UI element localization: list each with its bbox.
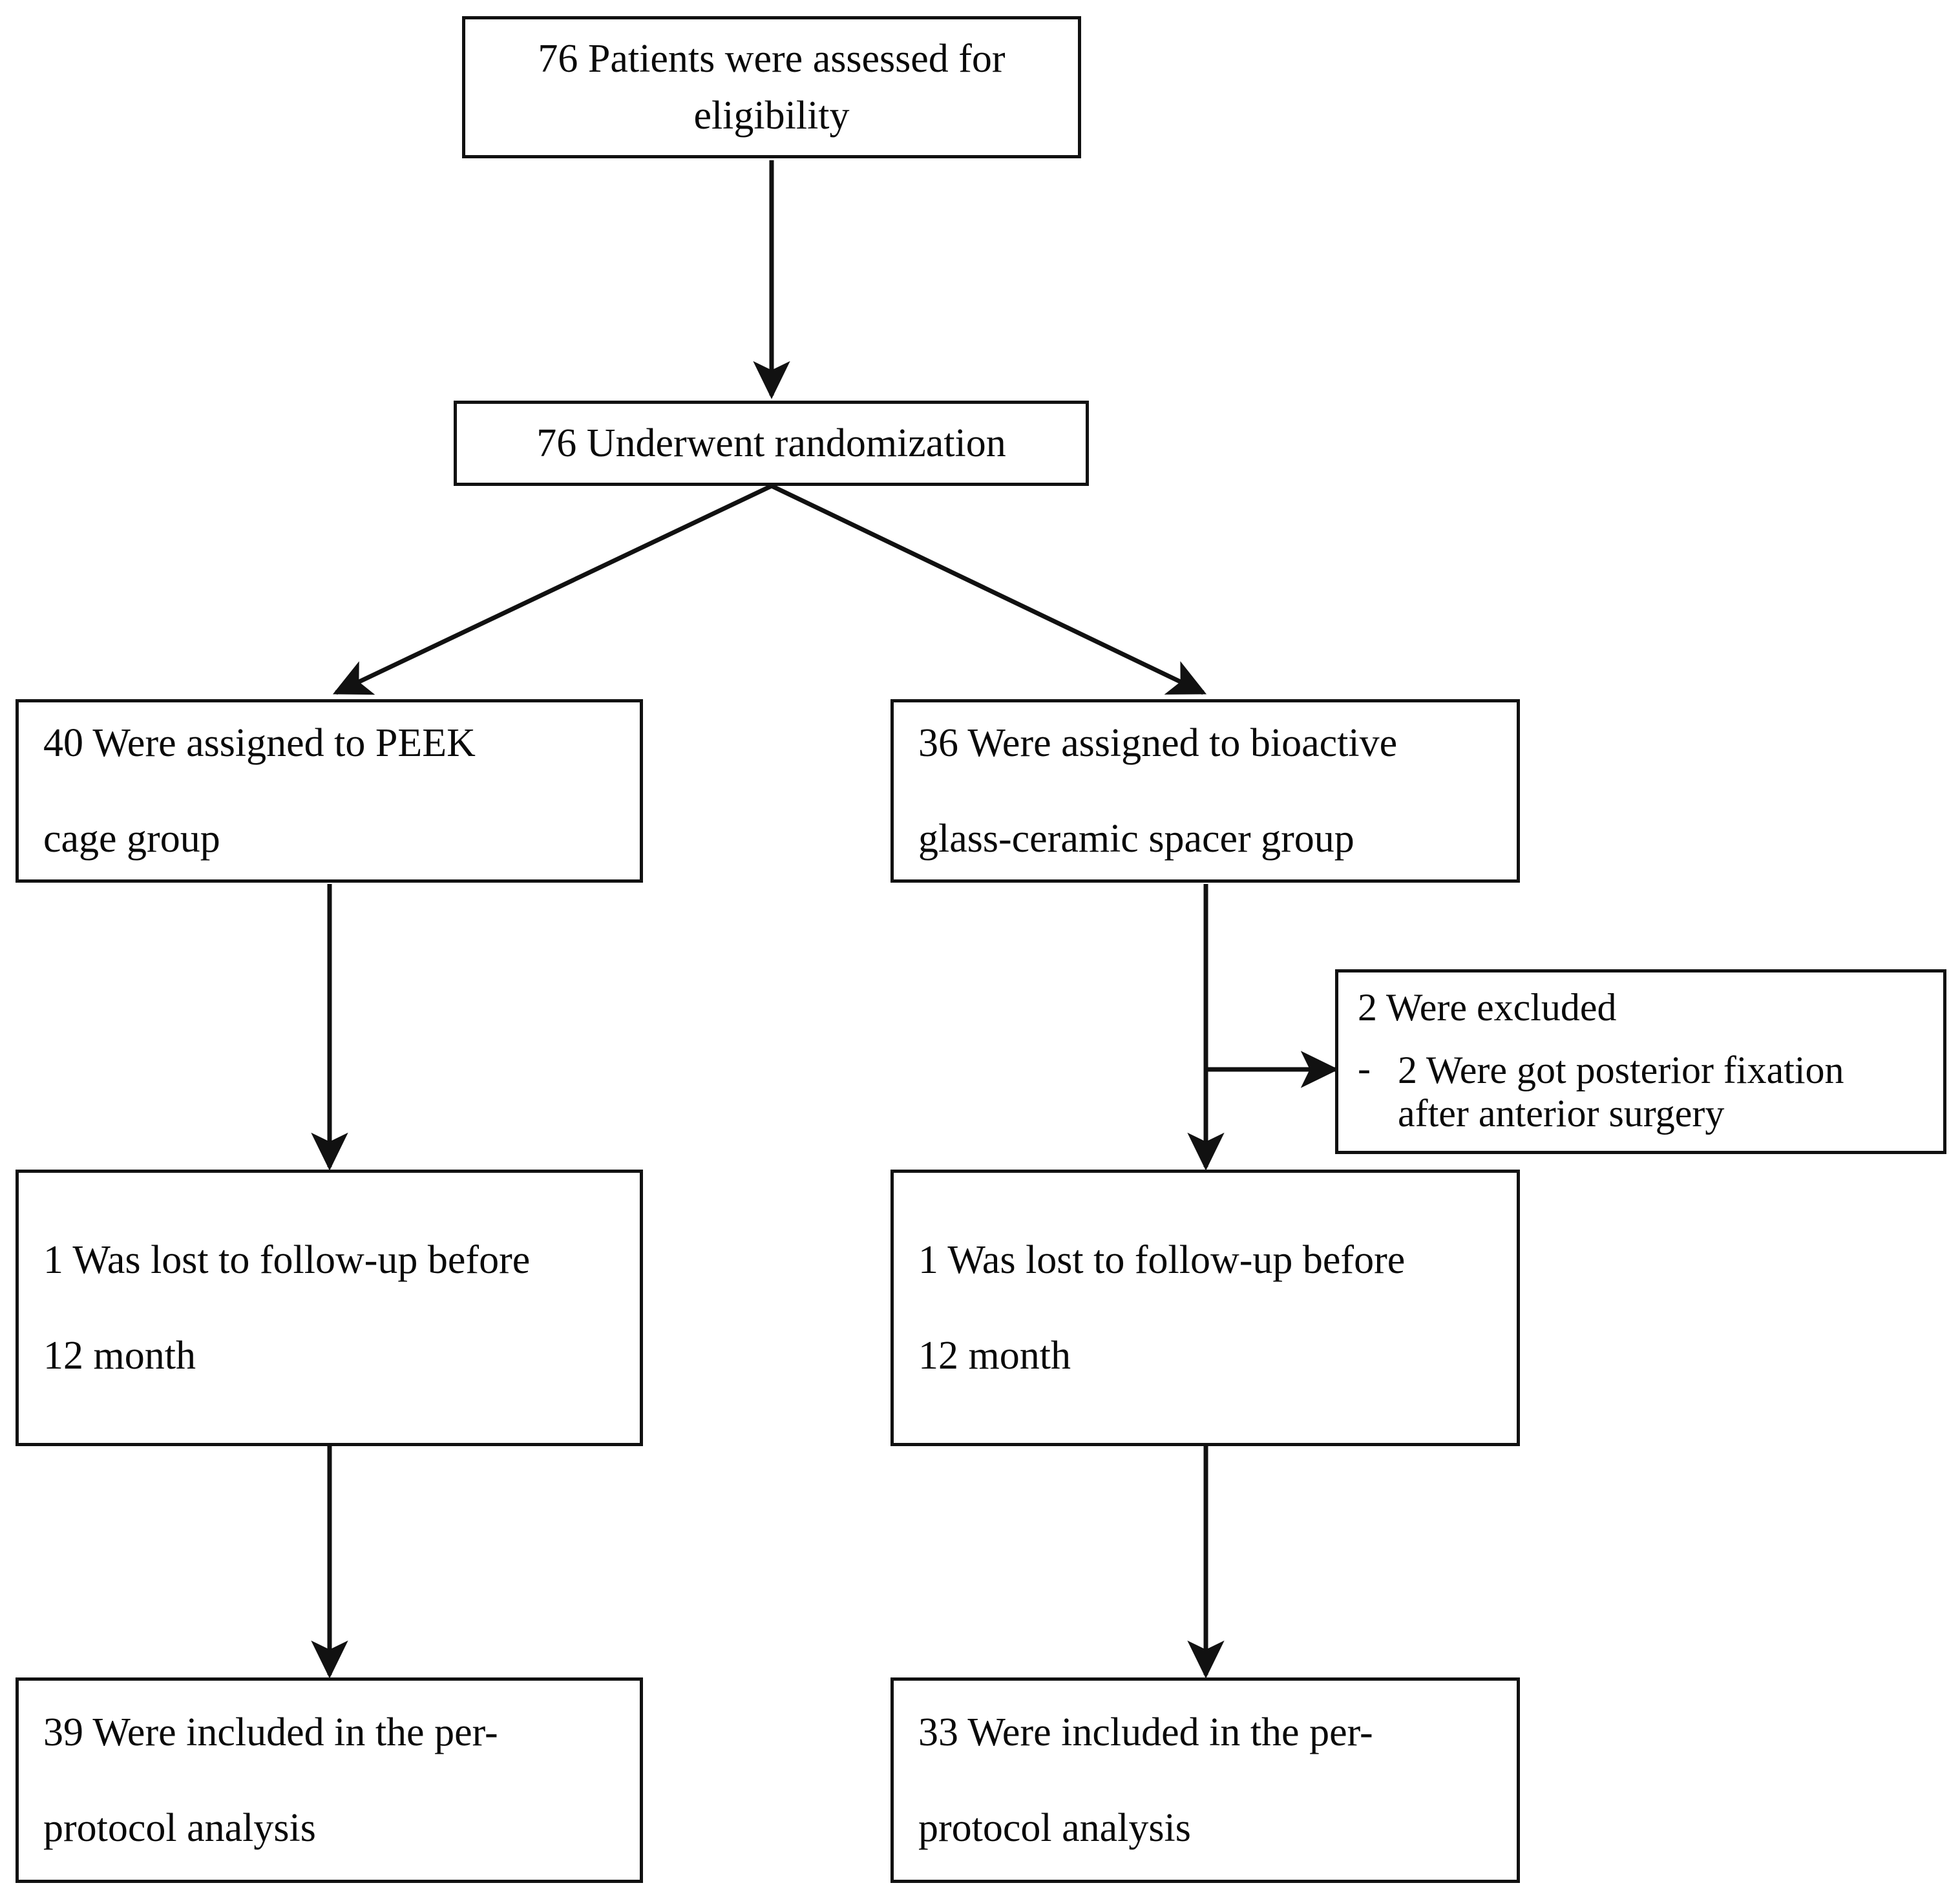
node-enrollment: 76 Patients were assessed for eligibilit… [462, 16, 1081, 158]
node-followup-left-line-2: 12 month [43, 1334, 196, 1378]
node-exclusion-bullet-text: 2 Were got posterior fixation after ante… [1398, 1049, 1844, 1135]
node-allocation-left-line-1: 40 Were assigned to PEEK [43, 721, 476, 765]
bullet-dash-icon: - [1358, 1046, 1371, 1089]
node-allocation-left-line-2: cage group [43, 817, 220, 861]
node-exclusion-bullet-item: - 2 Were got posterior fixation after an… [1338, 1049, 1844, 1135]
node-followup-right-line-2: 12 month [918, 1334, 1071, 1378]
node-randomization-line-1: 76 Underwent randomization [536, 421, 1006, 465]
node-analysis-bioactive: 33 Were included in the per- protocol an… [890, 1677, 1520, 1883]
node-exclusion-bullet-line-2: after anterior surgery [1398, 1092, 1725, 1135]
node-exclusion: 2 Were excluded - 2 Were got posterior f… [1335, 969, 1946, 1154]
node-exclusion-heading: 2 Were excluded [1358, 985, 1617, 1029]
node-analysis-right-line-1: 33 Were included in the per- [918, 1710, 1373, 1754]
node-analysis-left-line-2: protocol analysis [43, 1806, 316, 1850]
node-followup-right-line-1: 1 Was lost to follow-up before [918, 1238, 1406, 1282]
node-allocation-bioactive-glass-ceramic-spacer: 36 Were assigned to bioactive glass-cera… [890, 699, 1520, 883]
node-followup-left-line-1: 1 Was lost to follow-up before [43, 1238, 531, 1282]
node-followup-loss-bioactive: 1 Was lost to follow-up before 12 month [890, 1170, 1520, 1446]
node-analysis-right-line-2: protocol analysis [918, 1806, 1191, 1850]
edge-randomization-to-allocation-right [770, 483, 1207, 695]
node-enrollment-line-1: 76 Patients were assessed for [538, 37, 1006, 81]
node-analysis-left-line-1: 39 Were included in the per- [43, 1710, 498, 1754]
node-allocation-right-line-2: glass-ceramic spacer group [918, 817, 1354, 861]
node-analysis-peek-cage: 39 Were included in the per- protocol an… [16, 1677, 643, 1883]
node-exclusion-bullet-line-1: 2 Were got posterior fixation [1398, 1048, 1844, 1091]
node-randomization: 76 Underwent randomization [454, 401, 1089, 486]
edge-randomization-to-allocation-left [332, 483, 773, 695]
node-allocation-peek-cage: 40 Were assigned to PEEK cage group [16, 699, 643, 883]
node-followup-loss-peek-cage: 1 Was lost to follow-up before 12 month [16, 1170, 643, 1446]
node-allocation-right-line-1: 36 Were assigned to bioactive [918, 721, 1398, 765]
node-enrollment-line-2: eligibility [693, 94, 850, 138]
